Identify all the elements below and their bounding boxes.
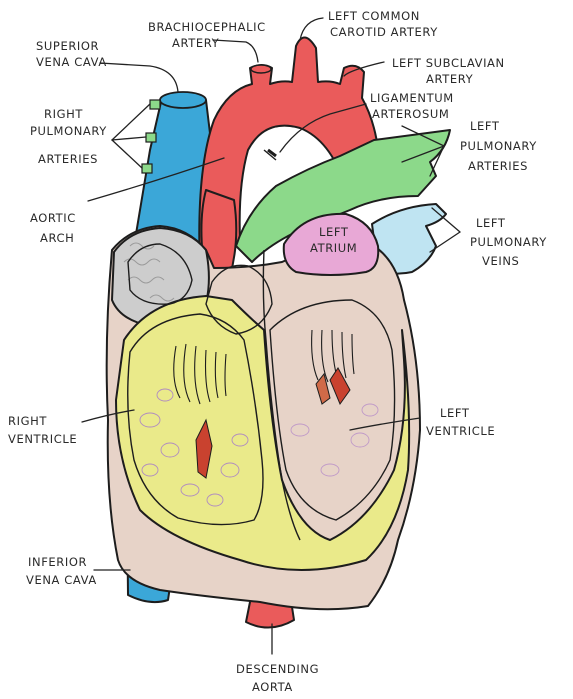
label-line: RIGHT bbox=[8, 414, 47, 428]
left-ventricle-chamber bbox=[269, 299, 396, 521]
label-line: ARTERIES bbox=[468, 159, 528, 173]
label-left-common-carotid-artery: LEFT COMMON CAROTID ARTERY bbox=[328, 9, 438, 39]
label-left-pulmonary-arteries: LEFT PULMONARY ARTERIES bbox=[460, 119, 537, 173]
label-line: LEFT bbox=[440, 406, 470, 420]
label-ligamentum-arteriosum: LIGAMENTUM ARTEROSUM bbox=[370, 91, 454, 121]
chordae-tendineae bbox=[173, 329, 355, 405]
label-line: ARTERIES bbox=[38, 152, 98, 166]
label-line: PULMONARY bbox=[460, 139, 537, 153]
label-line: BRACHIOCEPHALIC bbox=[148, 20, 266, 34]
label-line: LEFT SUBCLAVIAN bbox=[392, 56, 505, 70]
label-line: VENTRICLE bbox=[426, 424, 495, 438]
label-line: PULMONARY bbox=[30, 124, 107, 138]
right-ventricle-texture bbox=[139, 388, 249, 507]
label-line: VENTRICLE bbox=[8, 432, 77, 446]
label-left-atrium: LEFT ATRIUM bbox=[310, 225, 357, 255]
label-line: PULMONARY bbox=[470, 235, 547, 249]
left-pulmonary-veins bbox=[371, 203, 447, 275]
label-line: ATRIUM bbox=[310, 241, 357, 255]
label-line: LEFT bbox=[319, 225, 349, 239]
label-left-pulmonary-veins: LEFT PULMONARY VEINS bbox=[470, 216, 547, 268]
label-line: LIGAMENTUM bbox=[370, 91, 454, 105]
label-line: SUPERIOR bbox=[36, 39, 99, 53]
label-right-pulmonary-arteries: RIGHT PULMONARY ARTERIES bbox=[30, 107, 107, 166]
right-atrium-inner bbox=[127, 243, 193, 305]
leader-lines bbox=[81, 17, 461, 655]
label-line: LEFT COMMON bbox=[328, 9, 420, 23]
label-descending-aorta: DESCENDING AORTA bbox=[236, 662, 319, 694]
label-left-subclavian-artery: LEFT SUBCLAVIAN ARTERY bbox=[392, 56, 505, 86]
label-inferior-vena-cava: INFERIOR VENA CAVA bbox=[26, 555, 97, 587]
label-line: VENA CAVA bbox=[36, 55, 107, 69]
papillary-muscles bbox=[195, 367, 351, 479]
label-line: DESCENDING bbox=[236, 662, 319, 676]
label-superior-vena-cava: SUPERIOR VENA CAVA bbox=[36, 39, 107, 69]
label-line: INFERIOR bbox=[28, 555, 87, 569]
label-line: ARTEROSUM bbox=[372, 107, 449, 121]
label-left-ventricle: LEFT VENTRICLE bbox=[426, 406, 495, 438]
label-line: ARTERY bbox=[426, 72, 474, 86]
aortic-valve-region bbox=[205, 264, 273, 335]
label-right-ventricle: RIGHT VENTRICLE bbox=[8, 414, 77, 446]
label-brachiocephalic-artery: BRACHIOCEPHALIC ARTERY bbox=[148, 20, 266, 50]
left-ventricle-texture bbox=[290, 403, 379, 477]
aorta bbox=[198, 36, 381, 279]
label-line: AORTA bbox=[252, 680, 293, 694]
label-line: VEINS bbox=[482, 254, 519, 268]
label-line: CAROTID ARTERY bbox=[330, 25, 438, 39]
septum bbox=[115, 295, 411, 571]
label-line: RIGHT bbox=[44, 107, 83, 121]
left-atrium bbox=[282, 212, 380, 276]
label-line: VENA CAVA bbox=[26, 573, 97, 587]
label-line: ARCH bbox=[40, 231, 74, 245]
label-line: LEFT bbox=[470, 119, 500, 133]
label-line: AORTIC bbox=[30, 211, 76, 225]
label-aortic-arch: AORTIC ARCH bbox=[30, 211, 76, 245]
label-line: LEFT bbox=[476, 216, 506, 230]
right-ventricle-chamber bbox=[127, 313, 264, 526]
interventricular-septum-line bbox=[262, 249, 301, 541]
label-line: ARTERY bbox=[172, 36, 220, 50]
